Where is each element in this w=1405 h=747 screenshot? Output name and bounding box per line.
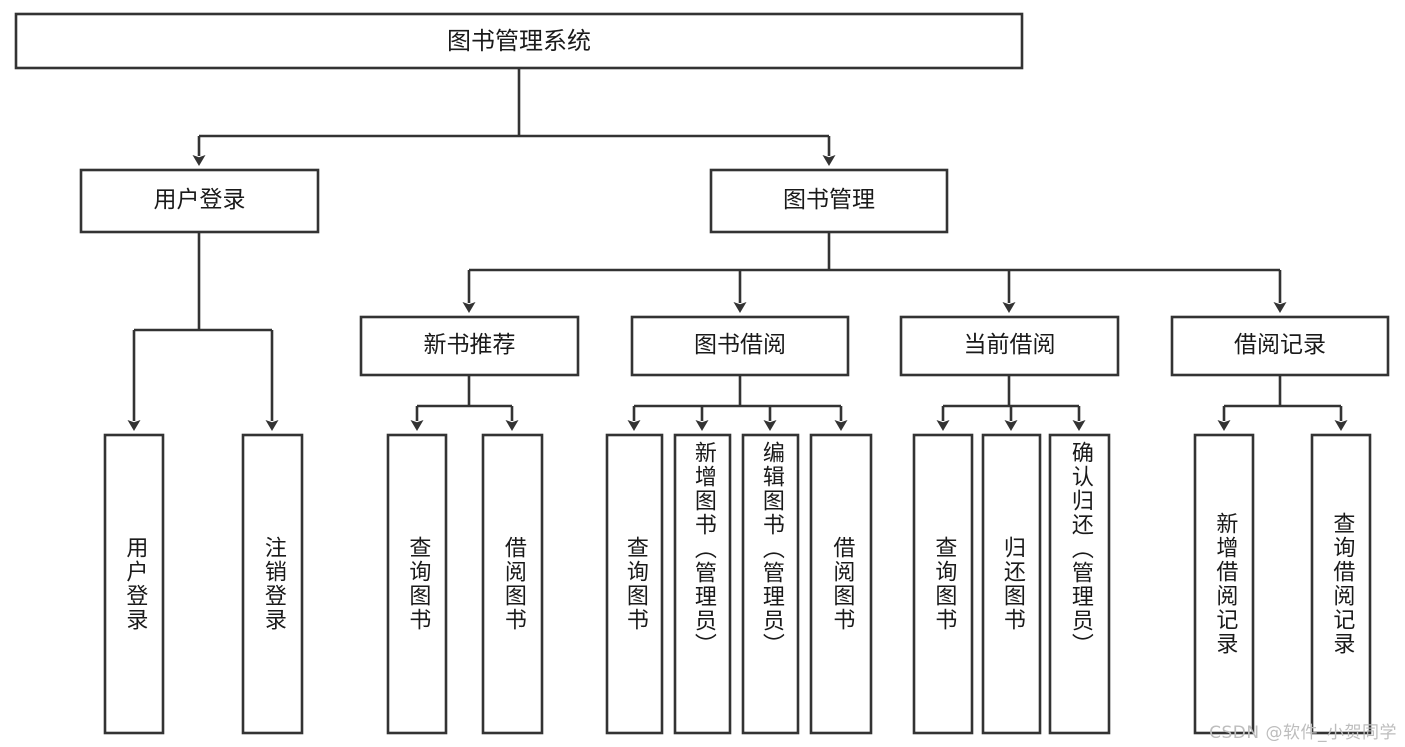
node-box-current-borrow[interactable] — [899, 315, 1120, 377]
nodes-group — [14, 12, 1390, 735]
node-box-leaf-current-borrow-2[interactable] — [981, 433, 1042, 735]
connectors-group — [127, 68, 1348, 431]
node-box-leaf-new-book-1[interactable] — [386, 433, 448, 735]
node-box-leaf-borrow-record-1[interactable] — [1193, 433, 1255, 735]
node-box-leaf-current-borrow-3[interactable] — [1048, 433, 1111, 735]
node-box-new-book-recommend[interactable] — [359, 315, 580, 377]
node-box-leaf-borrow-record-2[interactable] — [1310, 433, 1372, 735]
node-box-borrow-record[interactable] — [1170, 315, 1390, 377]
node-box-root[interactable] — [14, 12, 1024, 70]
node-box-leaf-current-borrow-1[interactable] — [912, 433, 974, 735]
node-box-user-login[interactable] — [79, 168, 320, 234]
node-box-book-manage[interactable] — [709, 168, 949, 234]
node-box-book-borrow[interactable] — [630, 315, 850, 377]
node-box-leaf-book-borrow-4[interactable] — [809, 433, 873, 735]
watermark-text: CSDN @软件_小贺同学 — [1209, 723, 1397, 743]
node-box-leaf-book-borrow-2[interactable] — [673, 433, 732, 735]
node-box-leaf-user-login-1[interactable] — [103, 433, 165, 735]
node-box-leaf-book-borrow-1[interactable] — [605, 433, 664, 735]
node-box-leaf-book-borrow-3[interactable] — [741, 433, 800, 735]
node-box-leaf-user-login-2[interactable] — [241, 433, 304, 735]
node-box-leaf-new-book-2[interactable] — [481, 433, 544, 735]
